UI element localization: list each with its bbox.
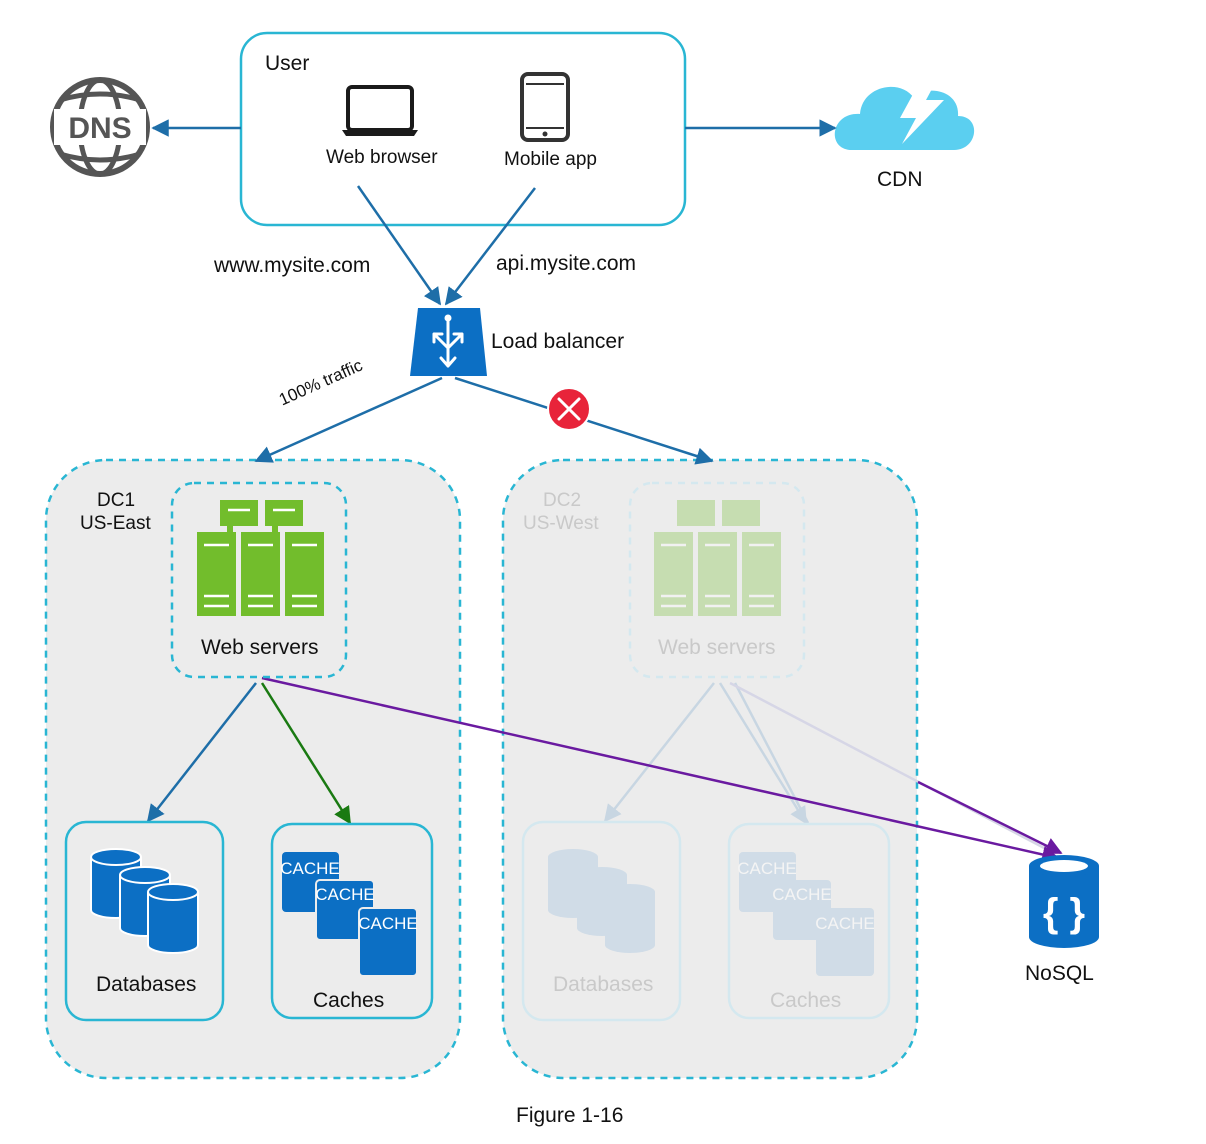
dc1-web-servers-box xyxy=(170,481,348,679)
mobile-app-label: Mobile app xyxy=(504,149,597,170)
cache-labels-faded: CACHE CACHE CACHE xyxy=(737,859,875,933)
user-box-title: User xyxy=(265,52,310,75)
cache-icon: CACHE CACHE CACHE xyxy=(280,852,418,977)
dc2-databases-box xyxy=(521,820,682,1022)
svg-text:{ }: { } xyxy=(1043,891,1085,935)
nosql-icon: { } xyxy=(1029,855,1099,948)
nosql-label: NoSQL xyxy=(1025,962,1094,985)
dc2-web-to-cache-arrow xyxy=(718,682,808,825)
figure-caption: Figure 1-16 xyxy=(516,1104,624,1127)
api-domain-label: api.mysite.com xyxy=(496,252,637,275)
error-x-icon xyxy=(547,387,591,431)
laptop-icon xyxy=(342,85,418,136)
cache-label-1: CACHE xyxy=(280,859,340,878)
cdn-cloud-icon xyxy=(834,74,975,150)
dc2-web-to-nosql-arrow xyxy=(917,780,1063,855)
database-icon-faded xyxy=(548,849,655,953)
dc2-caches-box xyxy=(727,822,891,1020)
dc2-web-servers-label: Web servers xyxy=(658,636,776,659)
web-to-cache-arrow xyxy=(260,682,352,825)
web-domain-label: www.mysite.com xyxy=(214,254,371,277)
dc2-caches-label: Caches xyxy=(770,989,842,1012)
server-rack-icon-faded xyxy=(654,500,781,616)
browser-to-lb-arrow xyxy=(356,185,442,306)
load-balancer-label: Load balancer xyxy=(491,330,625,353)
cache-label-faded-3: CACHE xyxy=(815,914,875,933)
dns-globe-icon: DNS xyxy=(50,77,150,177)
cdn-label: CDN xyxy=(877,168,923,191)
dc2-name: DC2 xyxy=(543,490,582,511)
web-to-db-arrow xyxy=(146,682,257,823)
lb-to-dc1-arrow xyxy=(254,376,443,463)
database-icon xyxy=(90,848,199,954)
web-browser-label: Web browser xyxy=(326,147,438,168)
cache-icon-faded xyxy=(739,852,874,976)
load-balancer-icon xyxy=(410,308,487,376)
cache-label-2: CACHE xyxy=(315,885,375,904)
dc1-region: US-East xyxy=(80,513,151,534)
server-rack-icon xyxy=(197,500,324,616)
mobile-to-lb-arrow xyxy=(444,187,536,306)
dc2-databases-label: Databases xyxy=(553,973,654,996)
dc2-web-to-nosql-faded xyxy=(729,681,1049,852)
dc1-databases-label: Databases xyxy=(96,973,197,996)
dc2-region: US-West xyxy=(523,513,599,534)
dc1-web-to-nosql-arrow xyxy=(261,676,1060,864)
cache-label-3: CACHE xyxy=(358,914,418,933)
dc1-caches-label: Caches xyxy=(313,989,385,1012)
dc2-web-servers-box xyxy=(628,481,806,679)
dc1-name: DC1 xyxy=(97,490,136,511)
cache-label-faded-1: CACHE xyxy=(737,859,797,878)
dns-label: DNS xyxy=(68,112,131,145)
cache-label-faded-2: CACHE xyxy=(772,885,832,904)
phone-icon xyxy=(520,72,570,142)
dc2-web-to-db-arrow xyxy=(603,682,715,823)
dc1-web-servers-label: Web servers xyxy=(201,636,319,659)
